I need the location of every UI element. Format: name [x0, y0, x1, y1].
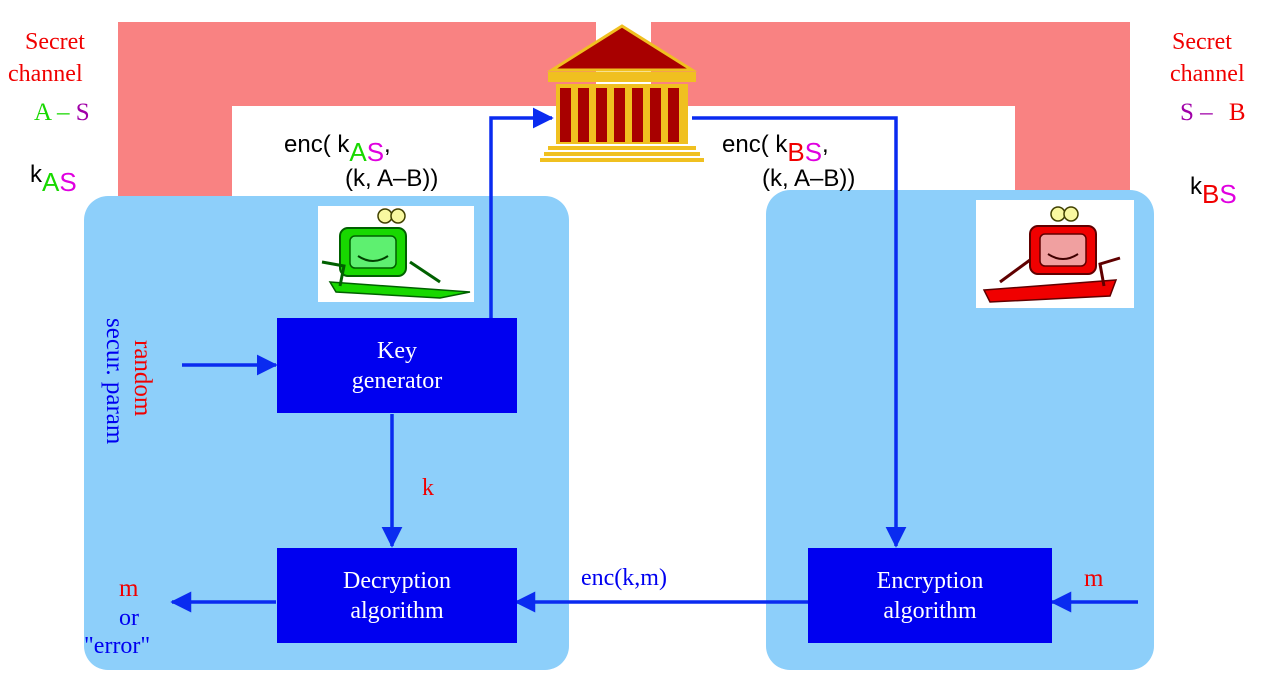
- ciphertext-label: enc(k,m): [581, 565, 667, 591]
- party-dash: –: [56, 99, 70, 126]
- party-dash: –: [1200, 99, 1213, 126]
- bank-building-icon: [540, 24, 704, 162]
- msg-b-sub-b: B: [787, 137, 805, 167]
- party-b: B: [1228, 99, 1246, 126]
- key-sub-a: A: [42, 167, 60, 197]
- msg-b-sub-s: S: [804, 137, 823, 167]
- right-channel-key: kBS: [1190, 172, 1237, 208]
- decryption-line1: Decryption: [343, 567, 451, 594]
- msg-b-prefix: enc( k: [722, 131, 788, 158]
- msg-a-sub-a: A: [349, 137, 367, 167]
- left-channel-key: kAS: [30, 160, 77, 196]
- message-to-a-line1: enc( kAS,: [284, 130, 391, 166]
- random-label: random: [129, 340, 156, 417]
- key-k-label: k: [422, 475, 434, 501]
- msg-b-suffix: ,: [822, 131, 829, 158]
- key-base: k: [30, 161, 42, 188]
- message-m-label: m: [1084, 565, 1104, 592]
- encryption-line1: Encryption: [876, 567, 984, 594]
- message-to-b-line1: enc( kBS,: [722, 130, 829, 166]
- key-generator-line2: generator: [351, 367, 443, 394]
- arrow-server-to-encryption: [692, 116, 907, 548]
- security-parameter-label: secur. param: [101, 318, 128, 445]
- left-channel-title-1: Secret: [25, 29, 85, 55]
- msg-a-sub-s: S: [366, 137, 385, 167]
- arrow-keygen-to-server: [489, 107, 554, 318]
- message-to-b-line2: (k, A–B)): [762, 165, 856, 192]
- encryption-algorithm-box: Encryption algorithm: [808, 548, 1052, 643]
- output-or-label: or: [119, 605, 139, 631]
- decryption-algorithm-box: Decryption algorithm: [277, 548, 517, 643]
- key-sub-s: S: [1219, 179, 1237, 209]
- msg-a-suffix: ,: [384, 131, 391, 158]
- key-sub-s: S: [59, 167, 77, 197]
- key-generator-box: Key generator: [277, 318, 517, 413]
- red-computer-user-icon: [976, 200, 1134, 308]
- arrows: [170, 107, 1138, 613]
- msg-a-prefix: enc( k: [284, 131, 350, 158]
- key-sub-b: B: [1202, 179, 1220, 209]
- key-base: k: [1190, 173, 1202, 200]
- party-a: A: [34, 99, 51, 126]
- right-channel-title-1: Secret: [1172, 29, 1232, 55]
- message-to-a-line2: (k, A–B)): [345, 165, 439, 192]
- encryption-line2: algorithm: [883, 597, 977, 624]
- right-channel-title-2: channel: [1170, 61, 1245, 87]
- right-secret-channel: [651, 22, 1130, 200]
- left-channel-parties: A – S: [34, 100, 90, 125]
- green-computer-user-icon: [318, 206, 474, 302]
- decryption-line2: algorithm: [350, 597, 444, 624]
- left-secret-channel: [118, 22, 596, 200]
- party-s: S: [1180, 99, 1194, 126]
- output-m-label: m: [119, 575, 139, 602]
- output-error-label: "error": [84, 633, 151, 659]
- key-generator-line1: Key: [377, 337, 417, 364]
- left-channel-title-2: channel: [8, 61, 83, 87]
- right-channel-parties: S – B: [1180, 100, 1246, 125]
- party-s: S: [75, 99, 90, 126]
